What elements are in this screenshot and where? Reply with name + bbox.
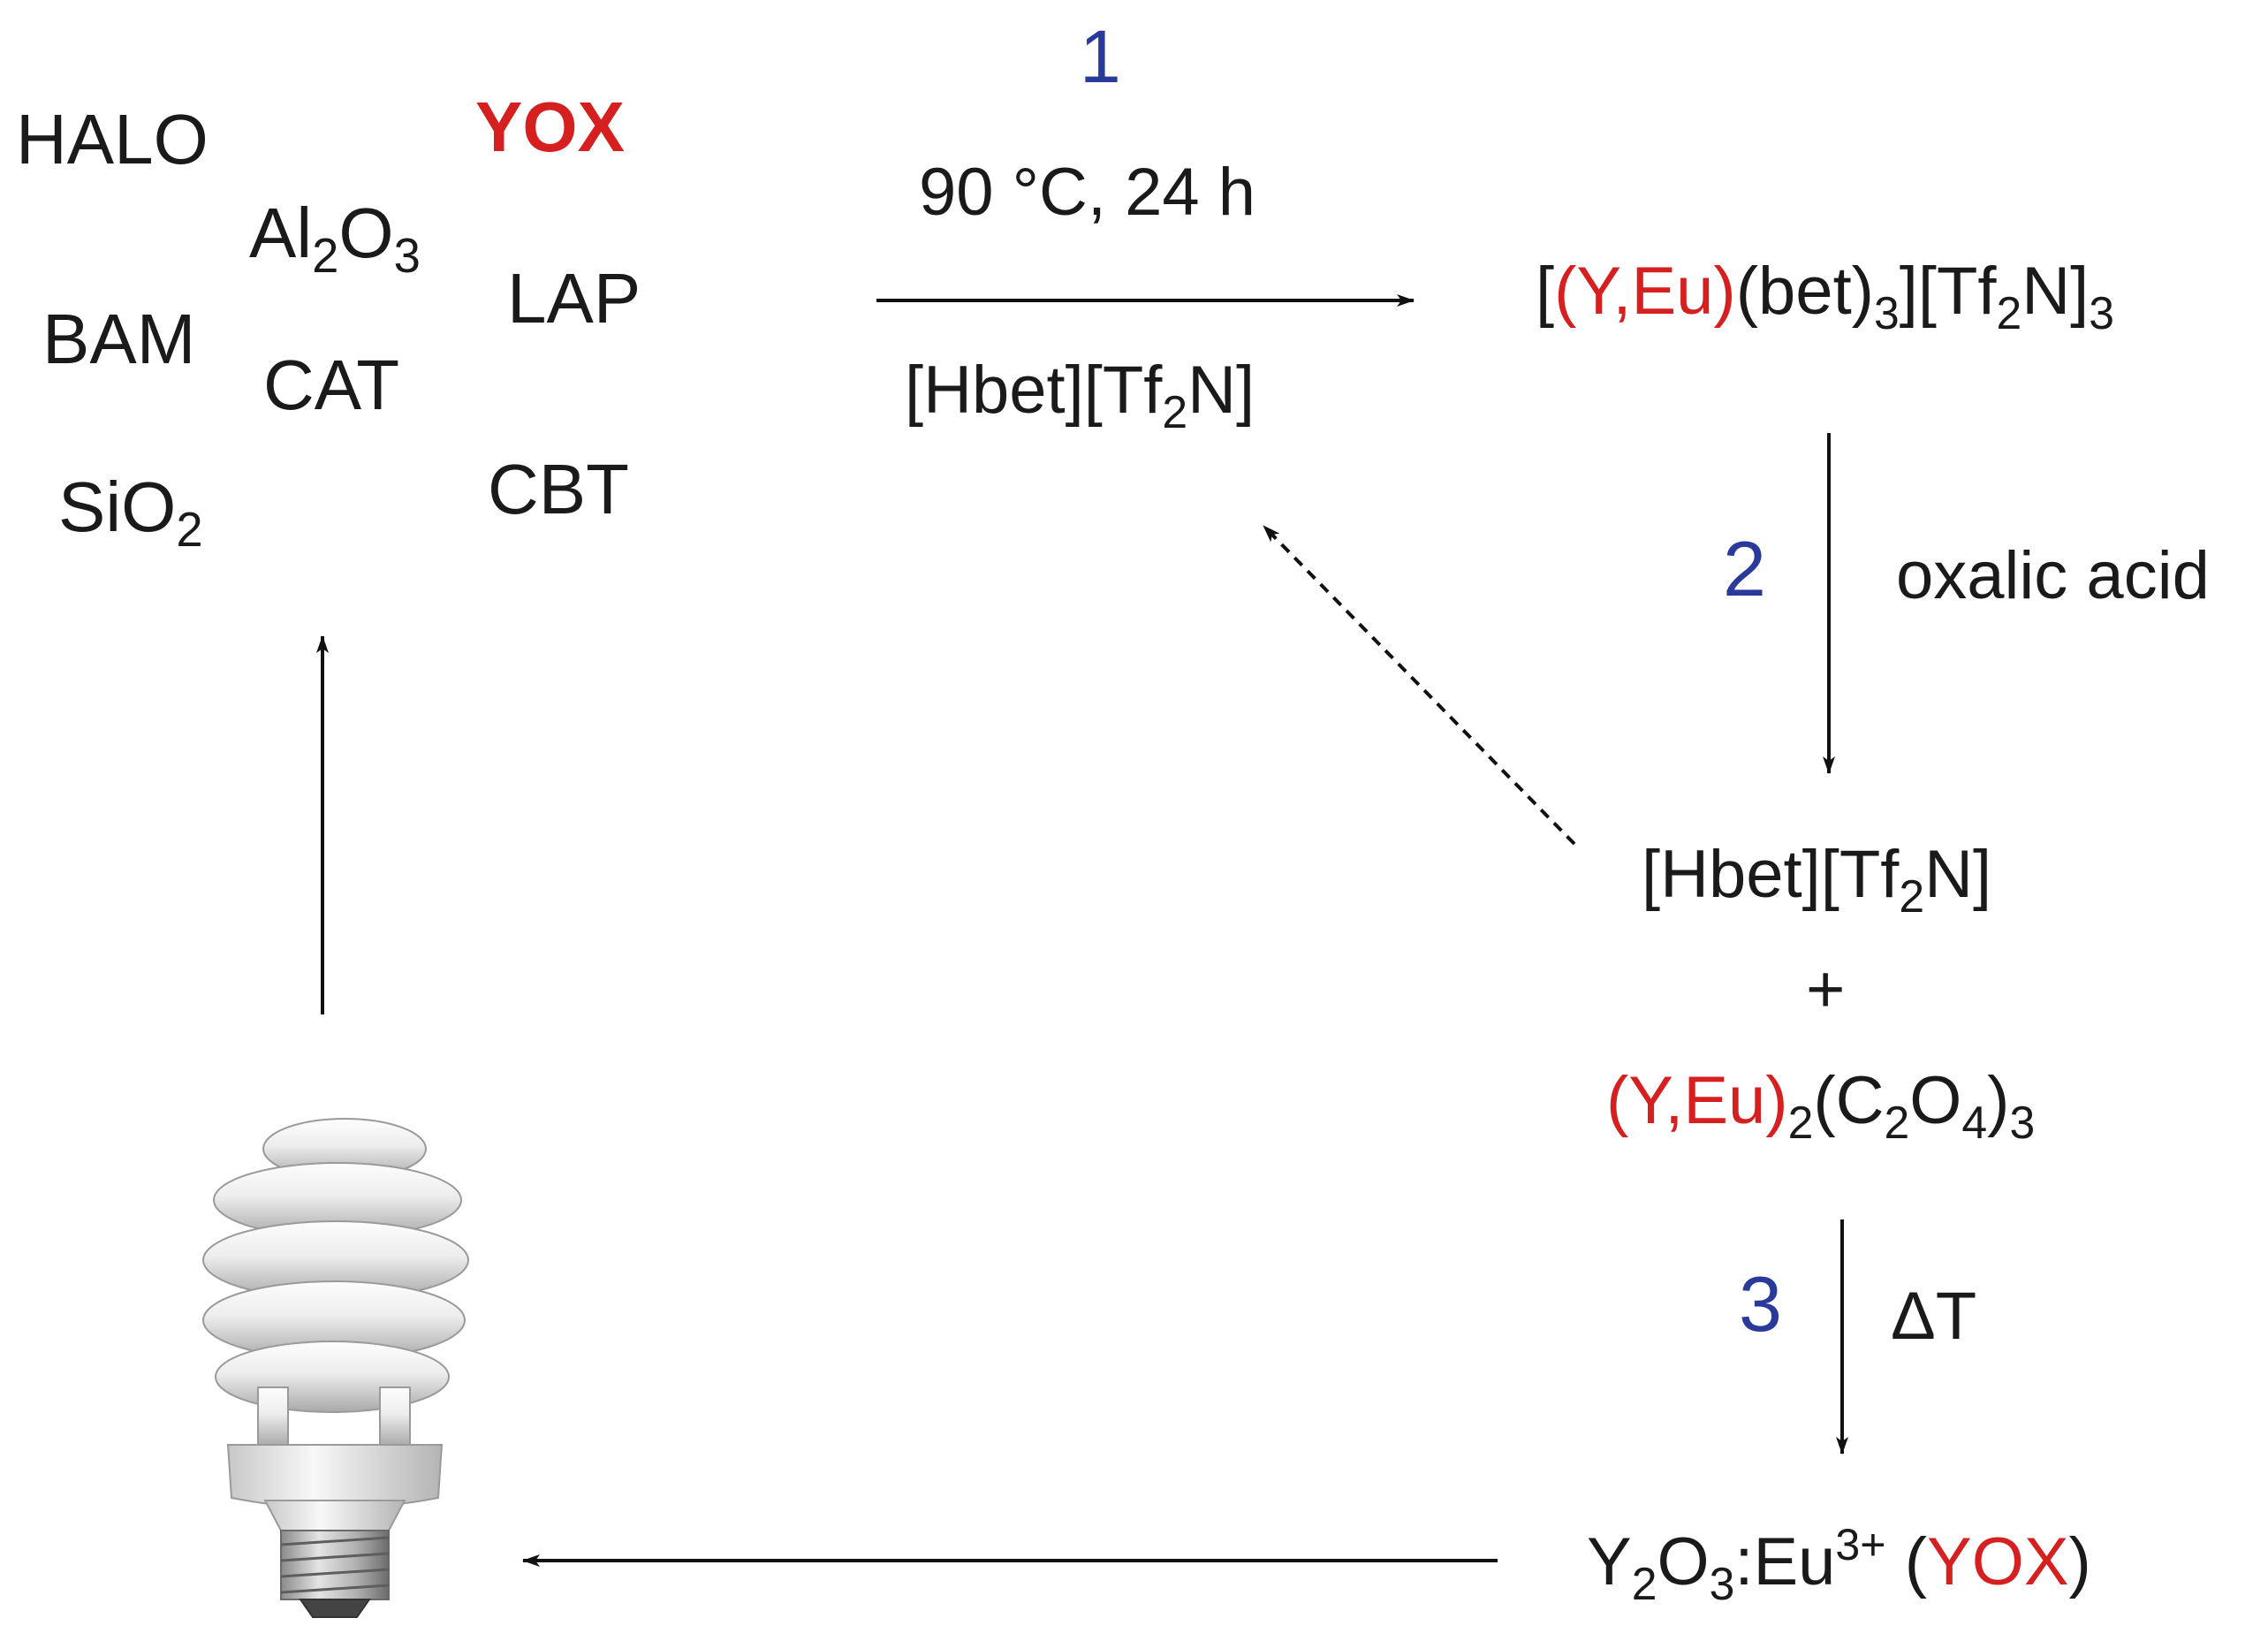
compact-fluorescent-lamp-icon (202, 1118, 469, 1618)
recovered-ionic-liquid: [Hbet][Tf2N] (1642, 837, 1992, 922)
phosphor-cat: CAT (263, 346, 400, 424)
step-1-condition: 90 °C, 24 h (919, 155, 1256, 230)
final-product-formula: Y2O3:Eu3+ (YOX) (1587, 1520, 2091, 1609)
step-1-reagent: [Hbet][Tf2N] (905, 353, 1255, 437)
plus-sign: + (1806, 952, 1846, 1027)
step-3-number: 3 (1739, 1260, 1782, 1348)
complex-formula: [(Y,Eu)(bet)3][Tf2N]3 (1536, 254, 2115, 338)
oxalate-formula: (Y,Eu)2(C2O4)3 (1606, 1063, 2036, 1148)
recycle-arrow (1262, 524, 1576, 846)
phosphor-cbt: CBT (488, 450, 629, 528)
phosphor-bam: BAM (42, 300, 196, 378)
step-2-reagent: oxalic acid (1896, 538, 2210, 613)
phosphor-al2o3: Al2O3 (249, 194, 421, 284)
step-1-number: 1 (1080, 15, 1121, 98)
phosphor-sio2: SiO2 (58, 467, 203, 558)
phosphor-halo: HALO (16, 100, 209, 179)
phosphor-yox: YOX (475, 87, 625, 166)
phosphor-lap: LAP (507, 259, 641, 338)
step-2-number: 2 (1723, 525, 1766, 612)
step-3-condition: ΔT (1891, 1279, 1977, 1354)
